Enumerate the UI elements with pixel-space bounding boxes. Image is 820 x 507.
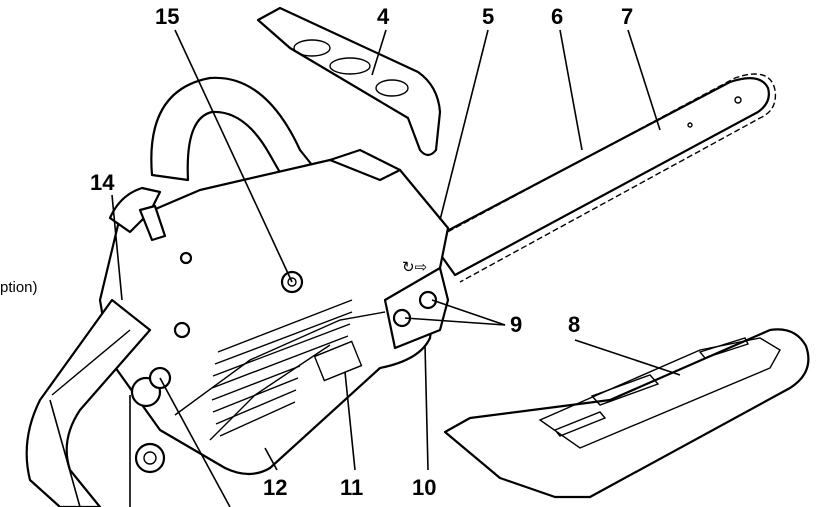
option-note: ption) (0, 279, 38, 296)
leader-lines (49, 29, 681, 507)
front-hand-guard (256, 6, 442, 157)
rear-handle (25, 298, 152, 507)
cooling-vents (211, 299, 353, 437)
part-label-4: 4 (377, 4, 390, 29)
part-label-12: 12 (263, 475, 287, 500)
part-label-6: 6 (551, 4, 563, 29)
part-label-7: 7 (621, 4, 633, 29)
part-label-11: 11 (340, 475, 363, 500)
scabbard (443, 328, 810, 499)
part-label-5: 5 (482, 4, 494, 29)
starter-grip (108, 186, 167, 242)
part-label-15: 15 (155, 4, 179, 29)
top-handle (150, 76, 322, 192)
part-label-8: 8 (568, 312, 580, 337)
filler-caps (130, 366, 172, 474)
direction-marking: ↻⇨ (402, 259, 427, 276)
guide-bar (428, 73, 777, 283)
chain-adjust-screw (173, 251, 304, 339)
part-label-14: 14 (90, 170, 115, 195)
part-label-9: 9 (510, 312, 522, 337)
part-label-10: 10 (412, 475, 436, 500)
engine-body: ↻⇨ (98, 148, 450, 476)
